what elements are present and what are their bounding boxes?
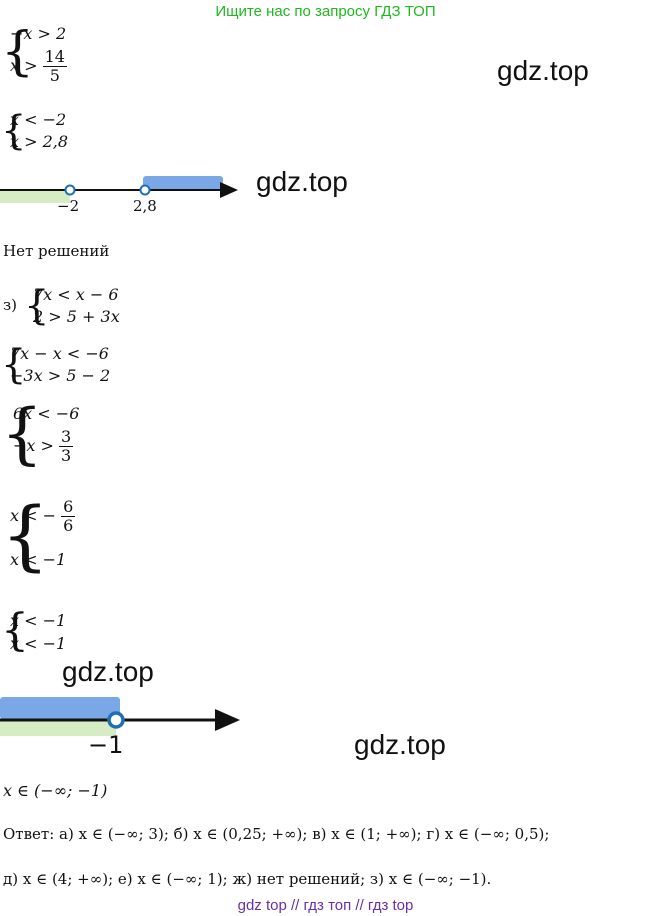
watermark: gdz.top xyxy=(62,656,154,687)
part-z-line1: 7x < x − 6 xyxy=(33,285,119,304)
watermark: gdz.top xyxy=(497,55,589,86)
result-line: x ∈ (−∞; −1) xyxy=(3,781,108,800)
answer-line-2: д) x ∈ (4; +∞); е) x ∈ (−∞; 1); ж) нет р… xyxy=(3,870,492,888)
brace: { xyxy=(1,342,27,388)
green-shade xyxy=(0,191,70,203)
brace: { xyxy=(24,283,50,329)
open-point xyxy=(64,184,76,196)
answer-line-1: Ответ: а) x ∈ (−∞; 3); б) x ∈ (0,25; +∞)… xyxy=(3,825,550,843)
open-point xyxy=(107,711,125,729)
step2-line2: −3x > 5 − 2 xyxy=(10,366,111,385)
green-shade xyxy=(0,720,116,736)
brace: { xyxy=(1,395,43,472)
step5-line1: x < −1 xyxy=(10,611,67,630)
blue-shade xyxy=(143,176,223,190)
sys2-line2: x > 2,8 xyxy=(10,132,69,151)
brace: { xyxy=(1,490,50,579)
step2-line1: 7x − x < −6 xyxy=(10,344,109,363)
axis-label: 2,8 xyxy=(133,197,157,215)
sys2-line1: x < −2 xyxy=(10,110,67,129)
number-line-1 xyxy=(0,176,238,203)
axis-arrow xyxy=(220,182,238,198)
step5-line2: x < −1 xyxy=(10,634,67,653)
step3-line1: 6x < −6 xyxy=(13,404,80,423)
step4-line2: x < −1 xyxy=(10,550,67,569)
footer-links[interactable]: gdz top // гдз топ // гдз top xyxy=(237,897,414,914)
axis-label: −2 xyxy=(57,197,80,215)
sys1-line1: −x > 2 xyxy=(10,24,67,43)
no-solution-text: Нет решений xyxy=(3,242,110,260)
part-z-line2: 2 > 5 + 3x xyxy=(33,307,120,326)
top-banner[interactable]: Ищите нас по запросу ГДЗ ТОП xyxy=(215,3,436,20)
brace: { xyxy=(1,108,27,154)
axis-arrow xyxy=(215,709,240,731)
part-label: з) xyxy=(3,296,18,314)
watermark: gdz.top xyxy=(354,729,446,760)
axis-label: −1 xyxy=(88,731,124,759)
number-line-2 xyxy=(0,697,240,736)
open-point xyxy=(139,184,151,196)
watermark: gdz.top xyxy=(256,166,348,197)
brace: { xyxy=(1,22,35,82)
blue-shade xyxy=(0,697,120,719)
brace: { xyxy=(1,605,29,656)
